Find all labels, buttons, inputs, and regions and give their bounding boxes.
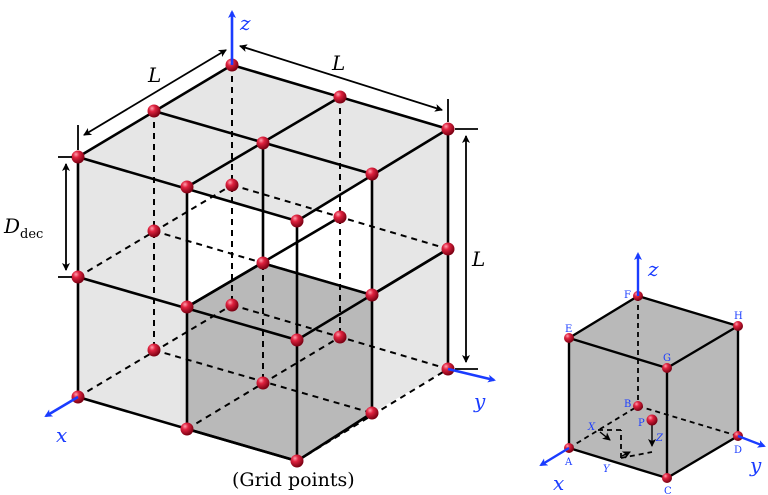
offset-label-x: X (587, 422, 596, 433)
grid-point (225, 298, 239, 312)
grid-point (147, 104, 161, 118)
shaded-subcube-front (187, 307, 297, 461)
shaded-subcube-side (297, 295, 372, 461)
vertex-point-g (662, 363, 672, 373)
grid-point (180, 300, 194, 314)
grid-point (365, 406, 379, 420)
vertex-label-p: P (638, 418, 645, 429)
vertex-label-d: D (734, 445, 742, 456)
grid-point (290, 454, 304, 468)
dimension-label-right: L (471, 247, 485, 271)
dimension-label-left: Ddec (3, 214, 43, 242)
grid-point (147, 224, 161, 238)
grid-point (256, 256, 270, 270)
vertex-label-h: H (734, 311, 743, 322)
left-axis-x-label: x (56, 423, 67, 447)
grid-point (256, 376, 270, 390)
right-axis-y-label: y (749, 453, 762, 477)
grid-point (441, 242, 455, 256)
vertex-point-h (733, 321, 743, 331)
vertex-point-e (564, 333, 574, 343)
vertex-label-f: F (624, 290, 631, 301)
grid-point (441, 122, 455, 136)
grid-point (256, 136, 270, 150)
grid-point (71, 270, 85, 284)
grid-point (290, 214, 304, 228)
grid-point (180, 180, 194, 194)
rc-hidden-edges (568, 296, 739, 459)
vertex-point-b (633, 401, 643, 411)
left-cube: L L L Ddec z y x (Grid points) (3, 10, 496, 491)
left-axis-z-label: z (239, 11, 251, 35)
grid-point (333, 90, 347, 104)
right-axes (539, 252, 766, 467)
grid-point (71, 150, 85, 164)
left-axes (44, 10, 496, 418)
dimension-label-left-sub: dec (20, 227, 43, 242)
grid-point (180, 422, 194, 436)
offset-label-z: Z (655, 433, 664, 444)
rc-side-face (667, 326, 738, 478)
grid-point (365, 167, 379, 181)
grid-point (290, 333, 304, 347)
grid-point (147, 343, 161, 357)
vertex-label-a: A (564, 457, 573, 468)
vertex-label-e: E (565, 324, 572, 335)
grid-point (333, 330, 347, 344)
rc-front-face (569, 338, 667, 478)
right-axis-z-label: z (647, 257, 659, 281)
vertex-label-c: C (664, 486, 672, 495)
right-axis-x-label: x (553, 471, 564, 495)
dimension-label-top-right: L (331, 51, 345, 75)
vertex-point-c (662, 473, 672, 483)
right-cube: A B C D E F G H P X Y Z z y x (539, 252, 766, 495)
dimension-label-left-main: D (3, 214, 20, 238)
dimension-label-top-left: L (147, 63, 161, 87)
dimension-lines (58, 33, 478, 370)
left-axis-y-label: y (473, 389, 486, 413)
grid-point (225, 178, 239, 192)
offset-label-y: Y (603, 464, 611, 475)
vertex-label-b: B (624, 399, 631, 410)
interior-point-p (646, 414, 658, 426)
vertex-label-g: G (663, 353, 671, 364)
rc-vertices (564, 291, 743, 483)
grid-point (333, 210, 347, 224)
grid-point (365, 288, 379, 302)
caption: (Grid points) (232, 469, 355, 491)
